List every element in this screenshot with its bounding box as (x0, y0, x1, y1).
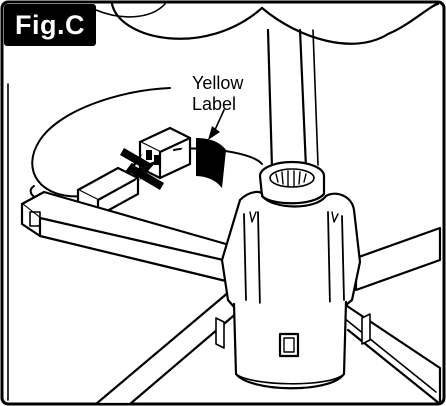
umbrella-canopy (95, 2, 440, 45)
base-leg-right (354, 226, 442, 292)
base-leg-bottom-right (330, 294, 442, 406)
label-leader-head (208, 126, 220, 140)
callout-line-2: Label (192, 94, 237, 114)
label-leader (213, 109, 225, 133)
callout-line-1: Yellow (192, 73, 244, 93)
pole (266, 28, 319, 170)
base-leg-left (20, 190, 242, 284)
yellow-label-band (196, 138, 226, 188)
arrow-icon (120, 148, 164, 190)
figure-tag: Fig.C (4, 4, 96, 46)
base-leg-bottom-left (94, 284, 254, 406)
base-hub (220, 160, 362, 390)
leg-bolts (215, 313, 371, 349)
